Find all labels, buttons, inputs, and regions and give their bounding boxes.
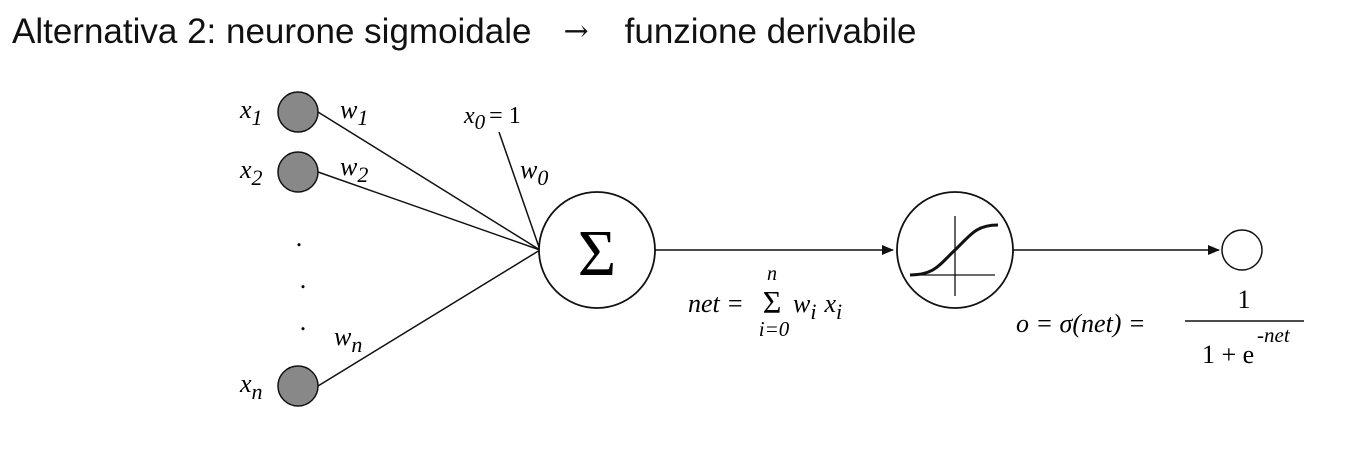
page-title: Alternativa 2: neurone sigmoidale → funz… xyxy=(12,6,917,58)
output-node xyxy=(1221,229,1263,271)
label-w1: w1 xyxy=(340,95,368,130)
label-w0: w0 xyxy=(520,155,548,190)
output-formula: o = σ(net) = 1 1 + e -net xyxy=(1016,285,1304,369)
svg-text:-net: -net xyxy=(1257,323,1291,347)
edge-x0 xyxy=(498,131,541,251)
title-right: funzione derivabile xyxy=(624,12,917,51)
input-node-xn xyxy=(277,365,319,407)
summation-icon: Σ xyxy=(578,217,616,290)
label-xn: xn xyxy=(239,369,263,404)
svg-text:o = σ(net) =: o = σ(net) = xyxy=(1016,309,1146,338)
svg-text:net =: net = xyxy=(688,289,744,318)
label-x2: x2 xyxy=(239,155,263,190)
label-w2: w2 xyxy=(340,152,368,187)
ellipsis-dot-3: . xyxy=(300,307,307,336)
input-node-x1 xyxy=(277,91,319,133)
edge-xn xyxy=(317,249,541,387)
input-node-x2 xyxy=(277,151,319,193)
title-left: Alternativa 2: neurone sigmoidale xyxy=(12,12,532,51)
sigmoid-curve-icon xyxy=(909,216,999,296)
edge-x1 xyxy=(317,111,541,251)
svg-text:Σ: Σ xyxy=(763,284,782,320)
svg-text:1: 1 xyxy=(1238,285,1251,314)
right-arrow-icon: → xyxy=(563,13,589,49)
label-x1: x1 xyxy=(239,95,263,130)
ellipsis-dot-2: . xyxy=(300,265,307,294)
ellipsis-dot-1: . xyxy=(296,223,303,252)
label-x0: x0= 1 xyxy=(463,103,521,134)
svg-text:n: n xyxy=(767,263,777,285)
label-wn: wn xyxy=(334,322,362,357)
svg-text:1 + e: 1 + e xyxy=(1202,340,1254,369)
edge-x2 xyxy=(317,171,541,251)
svg-text:i=0: i=0 xyxy=(759,317,790,341)
